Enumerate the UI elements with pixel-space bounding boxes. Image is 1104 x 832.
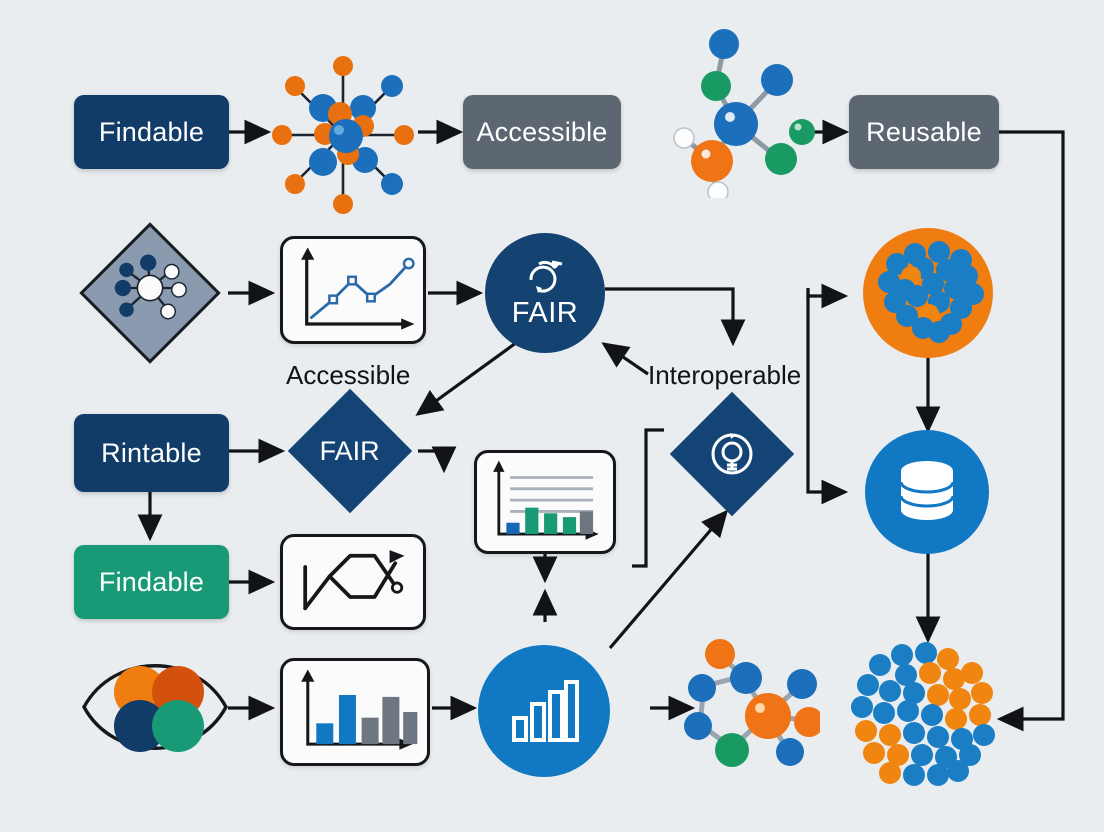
molecule-ball-stick-icon: [650, 28, 820, 203]
wire-idea-left-hook: [644, 428, 664, 451]
bar-chart-lines-icon: [493, 460, 599, 540]
bar-chart-growth-icon: [508, 678, 580, 744]
bar-chart-bars-icon: [301, 669, 418, 750]
wire-fair-to-interop: [605, 287, 746, 347]
findable-box-row1[interactable]: Findable: [74, 95, 229, 169]
wire-fair-to-fairdiamond: [415, 338, 521, 416]
fair-diamond-label: FAIR: [319, 435, 381, 466]
fair-circle[interactable]: FAIR: [485, 233, 605, 353]
reusable-box-row1-label: Reusable: [866, 116, 982, 147]
rintable-box[interactable]: Rintable: [74, 414, 229, 492]
sphere-pack-icon: [846, 637, 1006, 797]
wire-analytics-to-idea: [608, 509, 729, 650]
analytics-circle[interactable]: [478, 645, 610, 777]
wire-branch-to-orange: [806, 283, 849, 309]
rintable-box-label: Rintable: [101, 437, 202, 468]
molecule-star-icon: [268, 50, 418, 215]
wire-interop-to-fair: [601, 342, 649, 376]
refresh-cycle-icon: [522, 256, 568, 296]
molecule-ring-icon: [660, 636, 824, 786]
bar-chart-card-row4[interactable]: [280, 658, 430, 766]
zigzag-card[interactable]: [280, 534, 426, 630]
lens-four-circles-icon: [78, 642, 232, 772]
sphere-cluster-icon: [878, 241, 984, 343]
orange-cluster-circle[interactable]: [863, 228, 993, 358]
idea-diamond[interactable]: [669, 391, 795, 517]
findable-box-row4[interactable]: Findable: [74, 545, 229, 619]
reusable-box-row1[interactable]: Reusable: [849, 95, 999, 169]
network-nodes-diamond[interactable]: [79, 222, 221, 364]
database-circle[interactable]: [865, 430, 989, 554]
database-icon: [893, 456, 961, 528]
molecule-detached-atom-icon: [782, 112, 822, 152]
wire-branch-to-database: [806, 296, 849, 505]
fair-circle-label: FAIR: [511, 297, 579, 329]
lightbulb-cycle-icon: [706, 428, 758, 480]
wire-fairdiamond-branch: [418, 446, 457, 474]
wire-reusable-to-spherepack: [996, 130, 1065, 732]
accessible-box-row1-label: Accessible: [476, 116, 608, 147]
interoperable-caption: Interoperable: [648, 360, 802, 390]
network-nodes-icon: [103, 241, 197, 345]
findable-box-row1-label: Findable: [98, 116, 205, 147]
findable-box-row4-label: Findable: [98, 566, 205, 597]
accessible-box-row1[interactable]: Accessible: [463, 95, 621, 169]
wire-idea-left-hook2: [632, 451, 648, 568]
accessible-caption: Accessible: [286, 360, 411, 390]
bar-chart-card-row3[interactable]: [474, 450, 616, 554]
fair-diamond[interactable]: FAIR: [287, 388, 413, 514]
zigzag-line-icon: [303, 550, 405, 611]
line-chart-up-icon: [301, 247, 415, 330]
line-chart-card-row2[interactable]: [280, 236, 426, 344]
